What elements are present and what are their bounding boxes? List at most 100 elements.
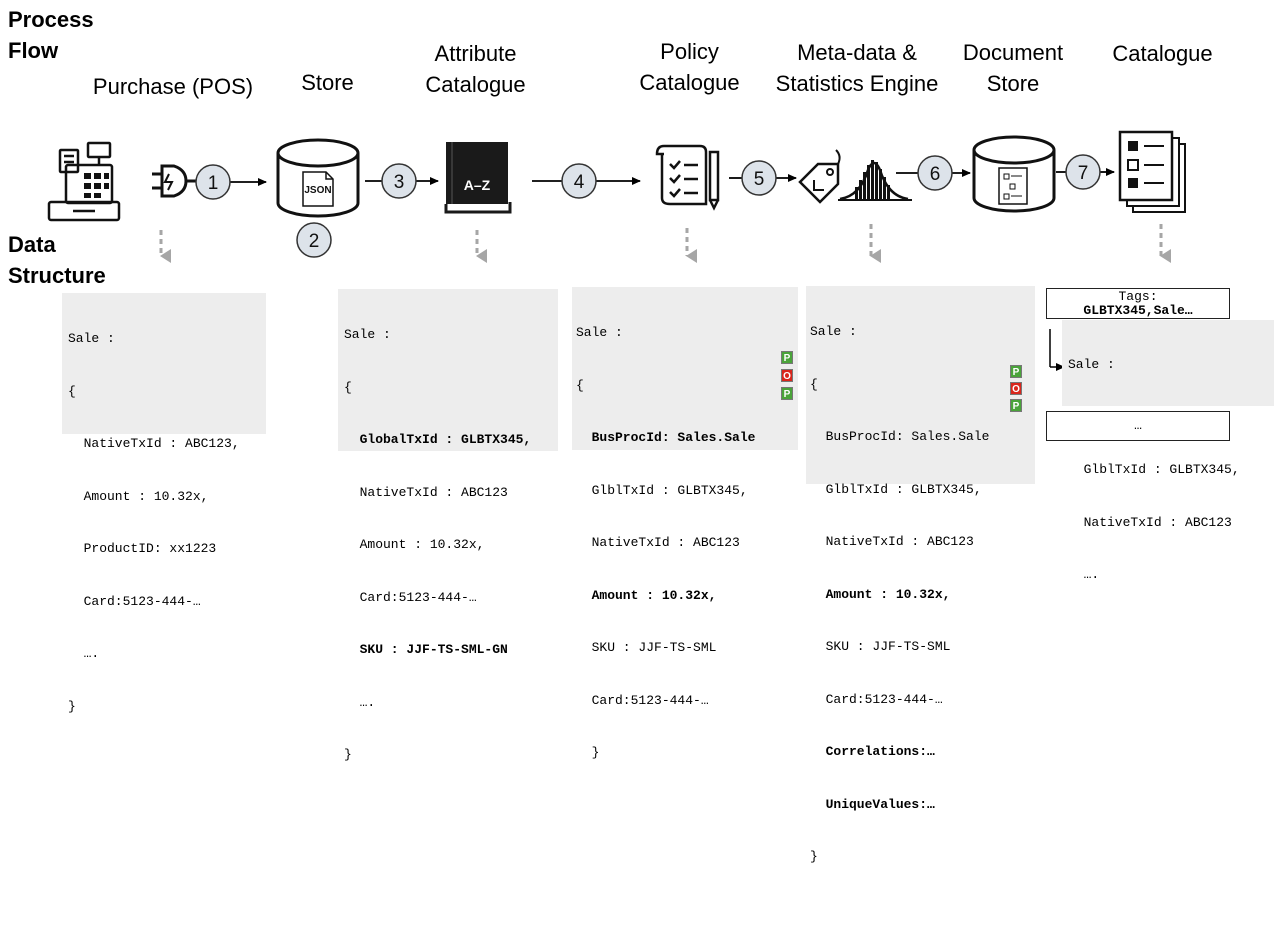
code-line: Sale : [68, 331, 115, 346]
code-line: BusProcId: Sales.Sale [810, 429, 990, 444]
stage-title-policy-line2: Catalogue [639, 70, 740, 95]
stage-title-metadata-line2: Statistics Engine [775, 71, 939, 96]
code-line: Card:5123-444-… [68, 593, 201, 609]
stage-title-attribute-line1: Attribute [434, 41, 517, 66]
code-line: } [576, 745, 600, 760]
process-flow-label-line2: Flow [8, 38, 59, 63]
code-line: { [68, 383, 76, 399]
step-circle-6 [917, 155, 953, 191]
code-line: SKU : JJF-TS-SML [576, 640, 717, 655]
code-line: } [68, 698, 76, 714]
code-line-bold: SKU : JJF-TS-SML-GN [344, 642, 508, 657]
a-z-book-icon [444, 142, 512, 214]
step-circle-5 [741, 160, 777, 196]
code-line-bold: GlobalTxId : GLBTX345, [344, 432, 532, 447]
stage-title-catalogue: Catalogue [1100, 38, 1225, 69]
json-label: JSON [304, 185, 331, 196]
data-structure-label: Data Structure [8, 229, 106, 291]
stage-title-policy-catalogue: Policy Catalogue [622, 36, 757, 98]
code-line: Sale : [810, 324, 857, 339]
checklist-icon [1118, 130, 1186, 213]
step-circle-3 [381, 163, 417, 199]
code-line: NativeTxId : ABC123 [344, 484, 508, 500]
engine-badge-p: P [1010, 365, 1022, 378]
step-number-1: 1 [208, 173, 219, 194]
structure-policy-catalogue: Sale : { BusProcId: Sales.Sale GlblTxId … [572, 287, 798, 760]
stage-title-purchase: Purchase (POS) [88, 71, 258, 102]
policy-badge-p: P [781, 387, 793, 400]
dashed-down-arrows [159, 224, 1171, 263]
step-number-5: 5 [754, 169, 765, 190]
structure-purchase: Sale : { NativeTxId : ABC123, Amount : 1… [62, 293, 266, 714]
a-z-label: A–Z [464, 177, 491, 193]
code-line: GlblTxId : GLBTX345, [576, 482, 748, 498]
code-line-bold: Amount : 10.32x, [810, 586, 951, 602]
plug-icon [152, 164, 196, 198]
tags-link-arrow [1049, 329, 1065, 371]
tags-values: GLBTX345,Sale… [1083, 303, 1193, 318]
stage-title-document-line1: Document [962, 40, 1064, 65]
step-circle-4 [561, 163, 597, 199]
code-line: GlblTxId : GLBTX345, [1068, 462, 1240, 477]
step-numbers: 1 2 3 4 5 6 7 [208, 163, 1089, 252]
code-line: Amount : 10.32x, [68, 488, 209, 504]
policy-document-icon [655, 144, 720, 211]
step-circles [195, 154, 1101, 258]
ellipsis-box: … [1046, 411, 1230, 441]
code-line: { [576, 377, 584, 393]
flow-arrows [230, 168, 1115, 186]
stage-title-metadata-engine: Meta-data & Statistics Engine [762, 37, 952, 99]
stage-title-policy-line1: Policy [660, 39, 719, 64]
structure-catalogue: Sale : { GlblTxId : GLBTX345, NativeTxId… [1062, 320, 1274, 582]
json-store-icon [276, 138, 360, 218]
code-line: ProductID: xx1223 [68, 541, 217, 556]
cash-register-keys [84, 173, 109, 198]
code-line: Card:5123-444-… [810, 691, 943, 707]
cash-register-icon [47, 141, 121, 222]
code-line: Amount : 10.32x, [344, 537, 485, 552]
step-number-2: 2 [309, 231, 320, 252]
tags-box: Tags: GLBTX345,Sale… [1046, 288, 1230, 319]
code-line: NativeTxId : ABC123 [810, 534, 974, 549]
structure-metadata-engine: Sale : { BusProcId: Sales.Sale GlblTxId … [806, 286, 1035, 864]
process-flow-label-line1: Process [8, 7, 94, 32]
code-line-bold: UniqueValues:… [810, 796, 935, 812]
code-line: Sale : [344, 327, 391, 342]
stage-title-attribute-catalogue: Attribute Catalogue [408, 38, 543, 100]
code-line: } [810, 849, 818, 864]
step-circle-7 [1065, 154, 1101, 190]
code-line: GlblTxId : GLBTX345, [810, 481, 982, 497]
step-number-6: 6 [930, 164, 941, 185]
code-line-bold: BusProcId: Sales.Sale [576, 430, 756, 445]
tag-distribution-icon [798, 149, 912, 204]
stage-title-attribute-line2: Catalogue [425, 72, 526, 97]
process-flow-label: Process Flow [8, 4, 94, 66]
step-number-7: 7 [1078, 163, 1089, 184]
stage-title-catalogue-line1: Catalogue [1112, 41, 1213, 66]
step-number-3: 3 [394, 172, 405, 193]
stage-title-purchase-line1: Purchase (POS) [92, 74, 254, 99]
step-circle-2 [296, 222, 332, 258]
flow-diagram: JSON A–Z 1 2 3 4 5 6 7 [47, 130, 1186, 371]
code-line: SKU : JJF-TS-SML [810, 639, 951, 654]
data-structure-label-line2: Structure [8, 263, 106, 288]
code-line-bold: Amount : 10.32x, [576, 587, 717, 603]
step-number-4: 4 [574, 172, 585, 193]
stage-title-metadata-line1: Meta-data & [797, 40, 917, 65]
stage-title-store: Store [280, 67, 375, 98]
code-line: Card:5123-444-… [576, 692, 709, 708]
code-line: Card:5123-444-… [344, 589, 477, 605]
code-line: …. [68, 646, 100, 661]
policy-badge-p: P [781, 351, 793, 364]
step-circle-1 [195, 164, 231, 200]
code-line: { [344, 379, 352, 395]
code-line: Sale : [1068, 357, 1115, 372]
stage-title-document-line2: Store [986, 71, 1040, 96]
code-line-bold: Correlations:… [810, 744, 935, 759]
code-line: { [810, 376, 818, 392]
code-line: …. [1068, 567, 1100, 582]
code-line: Sale : [576, 325, 623, 340]
code-line: …. [344, 694, 376, 710]
policy-badge-o: O [781, 369, 793, 382]
engine-badge-o: O [1010, 382, 1022, 395]
